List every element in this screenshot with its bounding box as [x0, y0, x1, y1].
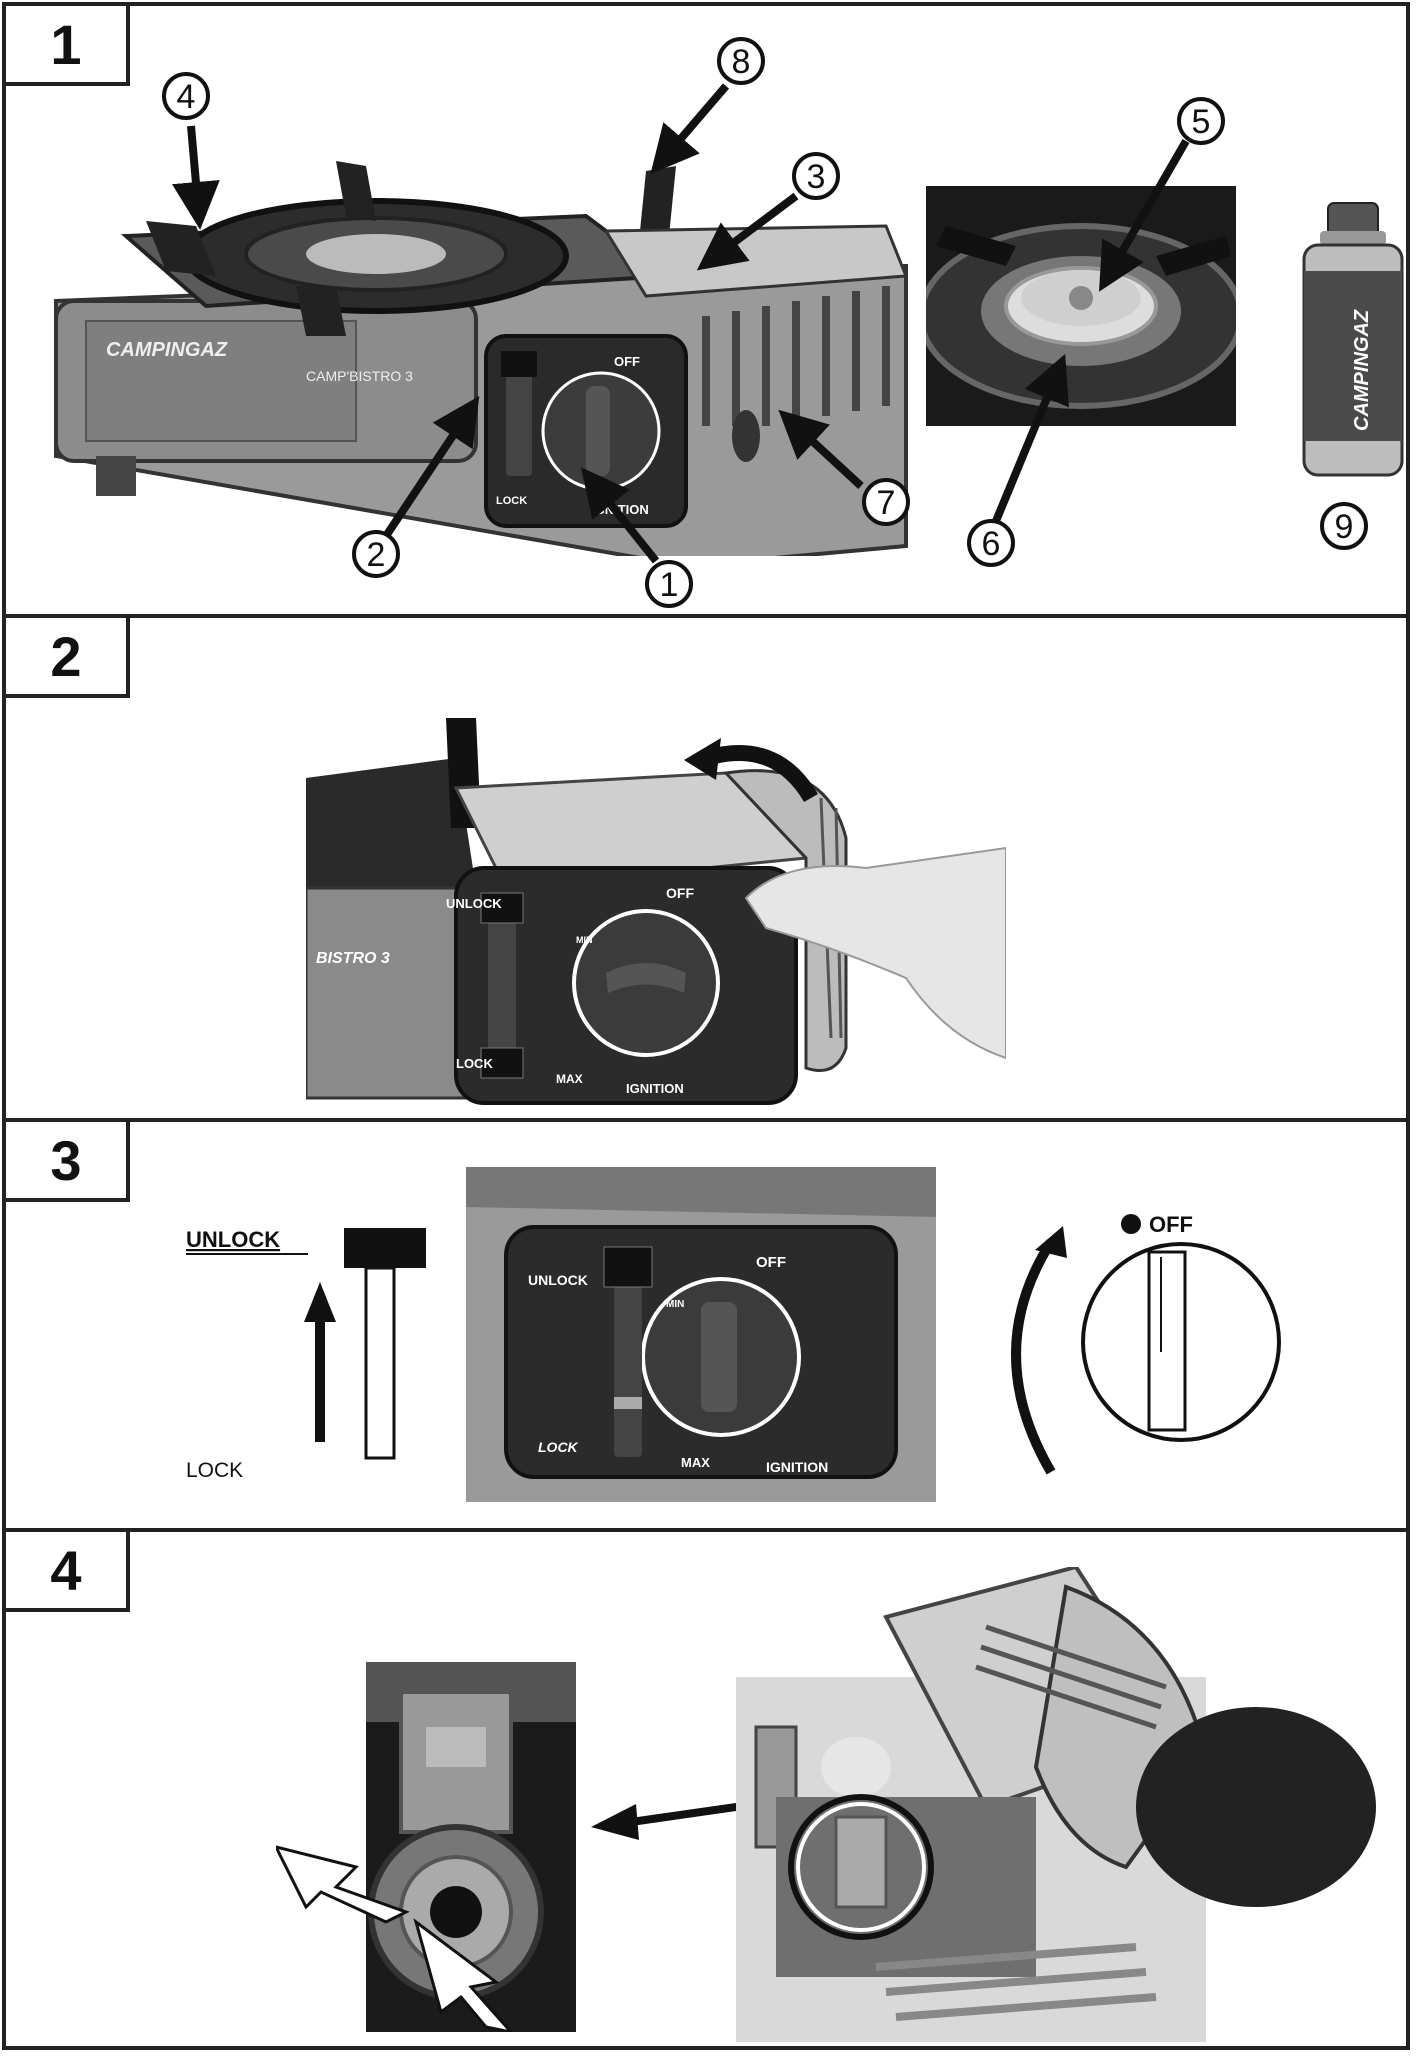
arrow-2 — [382, 396, 480, 539]
callout-4: 4 — [177, 78, 196, 116]
photo-unlock-label: UNLOCK — [528, 1272, 588, 1288]
step-number-tag: 4 — [6, 1532, 130, 1612]
knob-off-label: OFF — [666, 885, 694, 901]
callout-arrows: 4 8 3 5 2 1 7 6 9 — [162, 37, 1368, 608]
arrow-5 — [1099, 139, 1190, 292]
lever-lock-label: LOCK — [496, 495, 527, 507]
stove-model-label: CAMP'BISTRO 3 — [306, 368, 413, 384]
lever-diagram: UNLOCK LOCK — [186, 1227, 426, 1482]
open-stove-photo — [736, 1567, 1376, 2042]
step-number-tag: 1 — [6, 6, 130, 86]
knob-off-label: OFF — [614, 354, 640, 369]
lever-unlock-label: UNLOCK — [446, 896, 502, 911]
knob-off-label: OFF — [1149, 1212, 1193, 1237]
arrow-1 — [581, 467, 660, 564]
callout-5: 5 — [1192, 103, 1211, 141]
callout-3: 3 — [807, 158, 826, 196]
callout-6: 6 — [982, 525, 1001, 563]
unlock-label: UNLOCK — [186, 1227, 280, 1252]
knob-ignition-label: IGNITION — [626, 1081, 684, 1096]
knob-min-label: MIN — [576, 935, 593, 945]
arrow-7 — [778, 409, 864, 489]
lever-lock-label: LOCK — [456, 1056, 493, 1071]
control-panel-photo: UNLOCK LOCK OFF MIN MAX IGNITION — [466, 1167, 936, 1502]
photo-ignition-label: IGNITION — [766, 1459, 828, 1475]
callout-8: 8 — [732, 43, 751, 81]
stove-photo: CAMPINGAZ CAMP'BISTRO 3 OFF IGNITION LOC… — [54, 161, 909, 556]
lid-opening-photo: UNLOCK LOCK BISTRO 3 OFF MIN MAX IGNITIO… — [306, 718, 1006, 1105]
photo-max-label: MAX — [681, 1455, 710, 1470]
arrow-6 — [992, 353, 1069, 523]
callout-7: 7 — [877, 484, 896, 522]
arrow-8 — [650, 83, 730, 175]
gas-canister-photo: CAMPINGAZ — [1302, 202, 1404, 477]
photo-off-label: OFF — [756, 1254, 786, 1271]
burner-closeup-photo — [926, 186, 1236, 426]
arrow-3 — [696, 192, 799, 271]
stove-model-label: BISTRO 3 — [316, 950, 390, 967]
panel-4: 4 — [6, 1532, 1406, 2050]
stove-brand-label: CAMPINGAZ — [106, 339, 228, 361]
callout-9: 9 — [1335, 508, 1354, 546]
knob-max-label: MAX — [556, 1072, 583, 1086]
lock-label: LOCK — [186, 1459, 243, 1482]
photo-min-label: MIN — [666, 1299, 684, 1310]
arrow-4 — [171, 125, 220, 230]
step-number-tag: 2 — [6, 618, 130, 698]
panel-2: 2 UNLOCK LOCK BISTRO 3 OFF MIN MAX — [6, 618, 1406, 1122]
panel-1: 1 — [6, 6, 1406, 618]
knob-diagram: OFF — [1011, 1212, 1281, 1475]
valve-closeup-photo — [276, 1662, 576, 2032]
callout-1: 1 — [660, 566, 679, 604]
canister-brand-label: CAMPINGAZ — [1351, 309, 1373, 431]
panel-3: 3 UNLOCK LOCK UNLOCK LOCK OFF MIN MAX IG… — [6, 1122, 1406, 1532]
step-number-tag: 3 — [6, 1122, 130, 1202]
callout-2: 2 — [367, 536, 386, 574]
photo-lock-label: LOCK — [538, 1439, 579, 1455]
